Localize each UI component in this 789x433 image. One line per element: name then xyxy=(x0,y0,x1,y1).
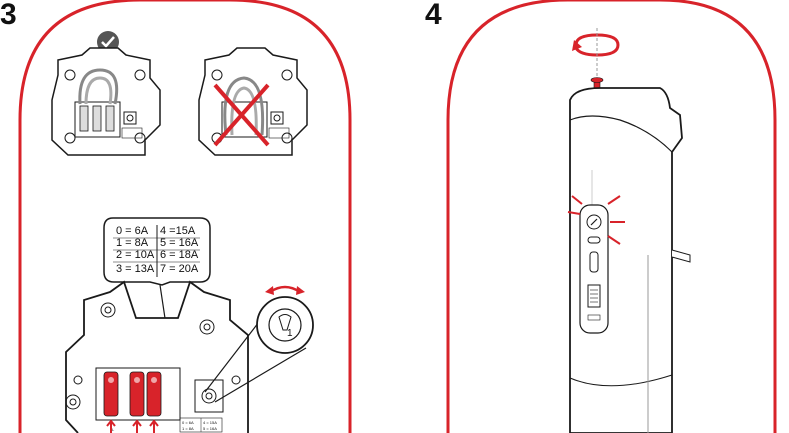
table-cell: 1 = 8A xyxy=(116,237,149,249)
current-table-callout: 0 = 6A 4 =15A 1 = 8A 5 = 16A 2 = 10A 6 =… xyxy=(103,217,211,419)
step-4-frame xyxy=(446,0,777,433)
mini-table-cell: 4 = 15A xyxy=(203,420,217,425)
table-cell: 3 = 13A xyxy=(116,263,155,275)
mini-table-cell: 1 = 8A xyxy=(182,426,194,431)
cross-icon xyxy=(213,83,270,147)
led-glow-icon xyxy=(567,195,625,245)
table-cell: 6 = 18A xyxy=(160,249,199,261)
mini-table-cell: 5 = 16A xyxy=(203,426,217,431)
correct-wiring-box xyxy=(51,47,161,156)
step-3-panel: 3 xyxy=(0,0,352,433)
step-4-number: 4 xyxy=(425,0,442,31)
double-arrow-icon xyxy=(265,285,305,295)
step-4-panel: 4 xyxy=(425,0,777,433)
table-cell: 5 = 16A xyxy=(160,237,199,249)
table-cell: 7 = 20A xyxy=(160,263,199,275)
rotate-icon xyxy=(572,28,620,84)
table-cell: 4 =15A xyxy=(160,225,196,237)
charger-unit xyxy=(569,87,691,433)
dial-label: 1 xyxy=(287,328,293,339)
dial-magnifier: 1 xyxy=(204,296,314,403)
step-3-number: 3 xyxy=(0,0,17,31)
table-cell: 0 = 6A xyxy=(116,225,149,237)
enclosure-detail: L 0 = 6A 1 = 8A 4 = 15A 5 = 16A xyxy=(65,280,249,433)
step-3-frame xyxy=(18,0,352,433)
terminal-label: L xyxy=(112,427,115,432)
table-cell: 2 = 10A xyxy=(116,249,155,261)
mini-table-cell: 0 = 6A xyxy=(182,420,194,425)
